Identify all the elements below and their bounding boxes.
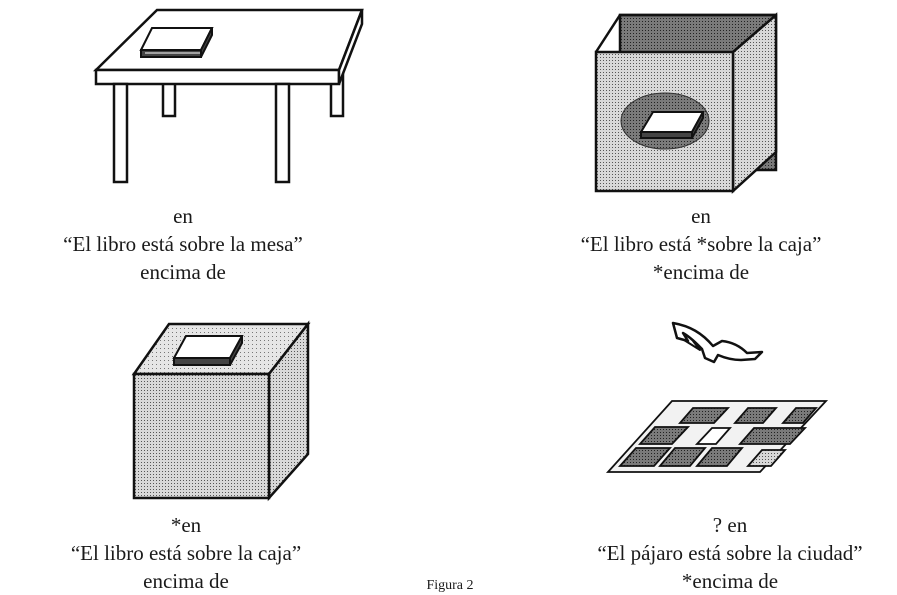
city-map: [605, 400, 829, 473]
caption-open-box-top: en: [691, 204, 711, 228]
caption-table-top: en: [173, 204, 193, 228]
caption-closed-box-bottom: encima de: [143, 569, 229, 593]
figure-label: Figura 2: [426, 578, 474, 593]
caption-open-box: en “El libro está *sobre la caja” *encim…: [516, 202, 886, 286]
caption-bird-city: ? en “El pájaro está sobre la ciudad” *e…: [565, 511, 895, 595]
caption-table-sentence: “El libro está sobre la mesa”: [63, 232, 303, 256]
caption-table: en “El libro está sobre la mesa” encima …: [0, 202, 366, 286]
caption-bird-city-bottom: *encima de: [681, 569, 779, 593]
table: [92, 8, 364, 184]
book-on-table: [139, 27, 214, 58]
caption-closed-box-top: *en: [170, 513, 202, 537]
caption-bird-city-top: ? en: [712, 513, 748, 537]
caption-open-box-bottom: *encima de: [652, 260, 750, 284]
caption-closed-box-sentence: “El libro está sobre la caja”: [70, 541, 302, 565]
caption-table-bottom: encima de: [140, 260, 226, 284]
caption-closed-box: *en “El libro está sobre la caja” encima…: [0, 511, 372, 595]
bird: [671, 321, 764, 364]
caption-open-box-sentence: “El libro está *sobre la caja”: [580, 232, 822, 256]
caption-bird-city-sentence: “El pájaro está sobre la ciudad”: [597, 541, 863, 565]
book-on-box: [172, 335, 244, 366]
book-in-box: [639, 111, 705, 139]
